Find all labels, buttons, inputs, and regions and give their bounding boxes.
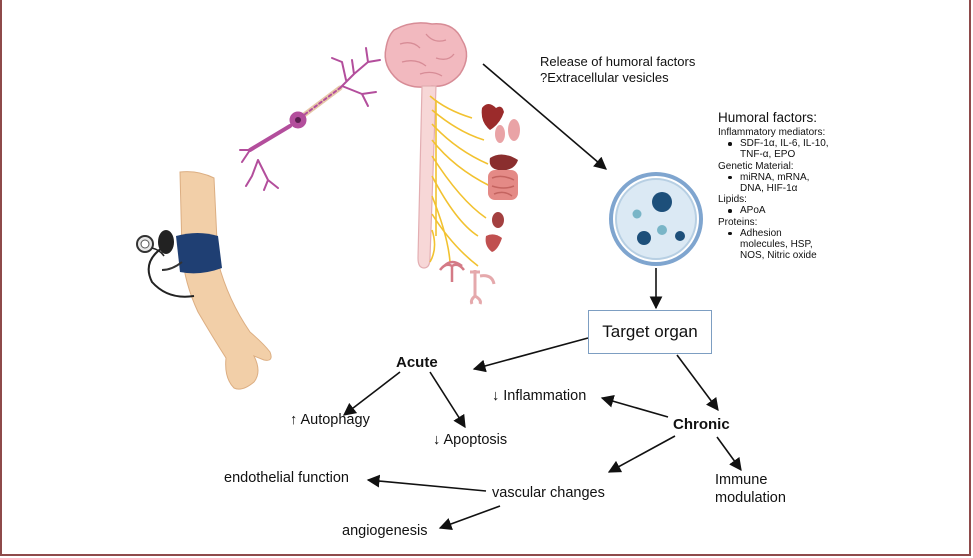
arm-cuff-icon <box>136 171 272 390</box>
arrow-chronic-to-inflammation <box>600 395 669 418</box>
arrows <box>342 63 742 531</box>
immune-modulation-node: Immune modulation <box>715 471 786 507</box>
group-item-continued: TNF-α, EPO <box>740 149 796 161</box>
vesicle-cell-icon <box>609 172 703 266</box>
group-heading: Genetic Material: <box>718 160 794 172</box>
arrow-vascular-to-angiogenesis <box>438 505 501 531</box>
group-items: SDF-1α, IL-6, IL-10, TNF-α, EPO <box>718 138 829 160</box>
group-item: SDF-1α, IL-6, IL-10, <box>728 138 829 150</box>
chronic-node: Chronic <box>673 416 730 433</box>
group-heading: Proteins: <box>718 216 758 228</box>
nerve-chain-icon <box>429 95 491 267</box>
group-item-continued: molecules, HSP, <box>740 239 813 251</box>
group-items: Adhesion molecules, HSP, NOS, Nitric oxi… <box>718 228 829 262</box>
group-heading: Inflammatory mediators: <box>718 127 826 138</box>
group-item: Adhesion <box>728 228 829 239</box>
group-item: APoA <box>728 205 829 216</box>
release-label: Release of humoral factors ?Extracellula… <box>540 54 695 86</box>
immune-line-2: modulation <box>715 490 786 506</box>
brain-icon <box>384 22 468 269</box>
apoptosis-node: ↓ Apoptosis <box>433 432 508 448</box>
endothelial-node: endothelial function <box>224 470 349 486</box>
group-item: miRNA, mRNA, <box>728 172 829 183</box>
group-items: miRNA, mRNA, DNA, HIF-1α <box>718 172 829 194</box>
arrow-chronic-to-immune <box>716 436 742 472</box>
acute-node: Acute <box>396 354 438 371</box>
target-organ-label: Target organ <box>602 322 698 341</box>
group-heading: Lipids: <box>718 194 747 206</box>
arrow-vascular-to-endothelial <box>366 474 487 492</box>
angiogenesis-node: angiogenesis <box>342 523 428 539</box>
neuron-icon <box>239 47 381 191</box>
arrow-release-to-cell <box>482 63 607 170</box>
humoral-factors-list: Humoral factors: Inflammatory mediators:… <box>718 110 829 261</box>
humoral-title: Humoral factors: <box>718 110 818 125</box>
organs-icon <box>439 104 520 305</box>
arrow-acute-to-autophagy <box>342 371 401 416</box>
arrow-target-to-chronic <box>676 354 719 412</box>
vascular-changes-node: vascular changes <box>492 485 605 501</box>
autophagy-node: ↑ Autophagy <box>290 412 370 428</box>
group-item-continued: DNA, HIF-1α <box>740 183 798 195</box>
release-line-2: ?Extracellular vesicles <box>540 70 669 85</box>
inflammation-node: ↓ Inflammation <box>492 388 587 404</box>
arrow-chronic-to-vascular <box>607 435 676 473</box>
release-line-1: Release of humoral factors <box>540 54 696 69</box>
arrow-target-to-acute <box>472 337 589 373</box>
target-organ-node: Target organ <box>588 310 712 354</box>
immune-line-1: Immune <box>715 472 768 488</box>
arrow-acute-to-apoptosis <box>429 371 466 429</box>
group-items: APoA <box>718 205 829 216</box>
group-item-continued: NOS, Nitric oxide <box>740 250 817 262</box>
